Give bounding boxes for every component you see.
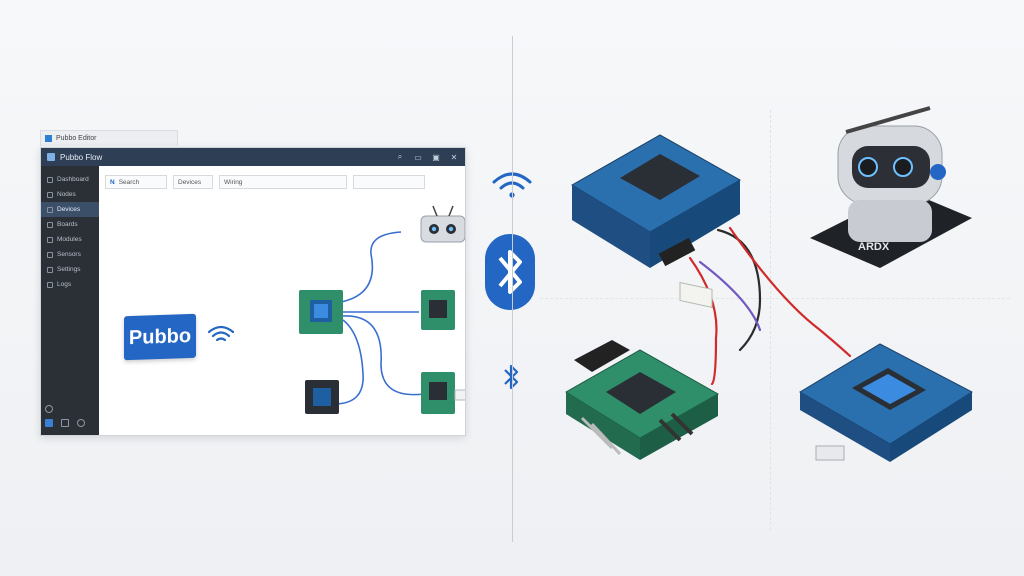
sidebar-item-sensors[interactable]: Sensors [41, 247, 99, 262]
app-logo-icon[interactable] [45, 419, 53, 427]
wire-to-module-b [342, 315, 425, 396]
sidebar-item-nodes[interactable]: Nodes [41, 187, 99, 202]
maximize-button[interactable]: ▣ [432, 152, 440, 162]
view-field-label: Wiring [224, 178, 243, 186]
chip-module[interactable] [305, 380, 339, 414]
main-board[interactable] [299, 290, 343, 334]
board-bottom-left[interactable] [565, 340, 720, 460]
logo-icon [47, 153, 55, 161]
sidebar-item-settings[interactable]: Settings [41, 262, 99, 277]
sidebar-item-dashboard[interactable]: Dashboard [41, 172, 99, 187]
module-board-b[interactable] [421, 372, 466, 414]
boards-icon [47, 221, 53, 228]
bluetooth-small-icon [504, 364, 519, 390]
sidebar-item-label: Modules [57, 236, 82, 243]
nodes-icon [47, 191, 53, 198]
search-icon[interactable]: ⌕ [397, 152, 403, 161]
sidebar-item-label: Sensors [57, 251, 81, 258]
search-input[interactable]: N Search [105, 175, 167, 189]
window-caption-bar: Pubbo Editor [40, 130, 178, 146]
help-icon[interactable] [45, 405, 53, 413]
settings-icon [47, 266, 53, 273]
pause-icon[interactable] [61, 419, 69, 427]
devices-dropdown-label: Devices [178, 178, 202, 186]
module-board-a[interactable] [421, 290, 455, 330]
sidebar-item-modules[interactable]: Modules [41, 232, 99, 247]
guide-line [540, 298, 1010, 300]
board-bottom-right[interactable] [799, 343, 974, 462]
guide-line [770, 110, 772, 530]
sidebar-item-logs[interactable]: Logs [41, 277, 99, 292]
dashboard-icon [47, 176, 53, 183]
wire-purple [698, 260, 762, 332]
modules-icon [47, 236, 53, 243]
window-caption: Pubbo Editor [56, 135, 97, 142]
logs-icon [47, 281, 53, 288]
sidebar-item-label: Settings [57, 266, 81, 273]
sidebar-item-label: Boards [57, 221, 78, 228]
sidebar-item-boards[interactable]: Boards [41, 217, 99, 232]
sidebar-item-devices[interactable]: Devices [41, 202, 99, 217]
devices-icon [47, 206, 53, 213]
app-icon [45, 135, 52, 142]
robot[interactable]: ARDX [810, 106, 972, 268]
wire-red [688, 256, 718, 386]
robot-module[interactable] [420, 205, 465, 243]
devices-dropdown[interactable]: Devices [173, 175, 213, 189]
wire-to-robot [340, 231, 402, 303]
wifi-icon [207, 325, 235, 342]
close-button[interactable]: ✕ [450, 152, 458, 162]
minimize-button[interactable]: ▭ [414, 152, 422, 162]
toolbar: N Search Devices Wiring [105, 174, 459, 190]
app-title: Pubbo Flow [60, 152, 103, 162]
record-icon[interactable] [77, 419, 85, 427]
sidebar-item-label: Nodes [57, 191, 76, 198]
wiring-diagram [207, 205, 466, 414]
center-divider [512, 36, 513, 542]
search-placeholder: Search [118, 178, 140, 186]
wire-red-right [728, 226, 852, 358]
app-window-group: Pubbo Editor Pubbo Flow ⌕ ▭ ▣ ✕ Dashboar… [40, 130, 466, 436]
app-window: Pubbo Flow ⌕ ▭ ▣ ✕ Dashboard Nodes Devic… [40, 147, 466, 436]
wiring-canvas[interactable]: Pubbo [99, 194, 465, 435]
wire-to-chip [333, 319, 364, 405]
sidebar: Dashboard Nodes Devices Boards Modules S… [41, 166, 99, 435]
sidebar-item-label: Logs [57, 281, 72, 288]
filter-field[interactable] [353, 175, 425, 189]
view-field[interactable]: Wiring [219, 175, 347, 189]
titlebar: Pubbo Flow ⌕ ▭ ▣ ✕ [41, 148, 465, 166]
stacked-board-top[interactable] [571, 134, 742, 308]
robot-label: ARDX [858, 241, 890, 253]
wire-black [716, 228, 762, 352]
bluetooth-icon [485, 234, 535, 310]
sensors-icon [47, 251, 53, 258]
sidebar-item-label: Devices [57, 206, 81, 213]
sidebar-item-label: Dashboard [57, 176, 89, 183]
sidebar-footer [41, 399, 99, 427]
n-icon: N [110, 178, 115, 186]
